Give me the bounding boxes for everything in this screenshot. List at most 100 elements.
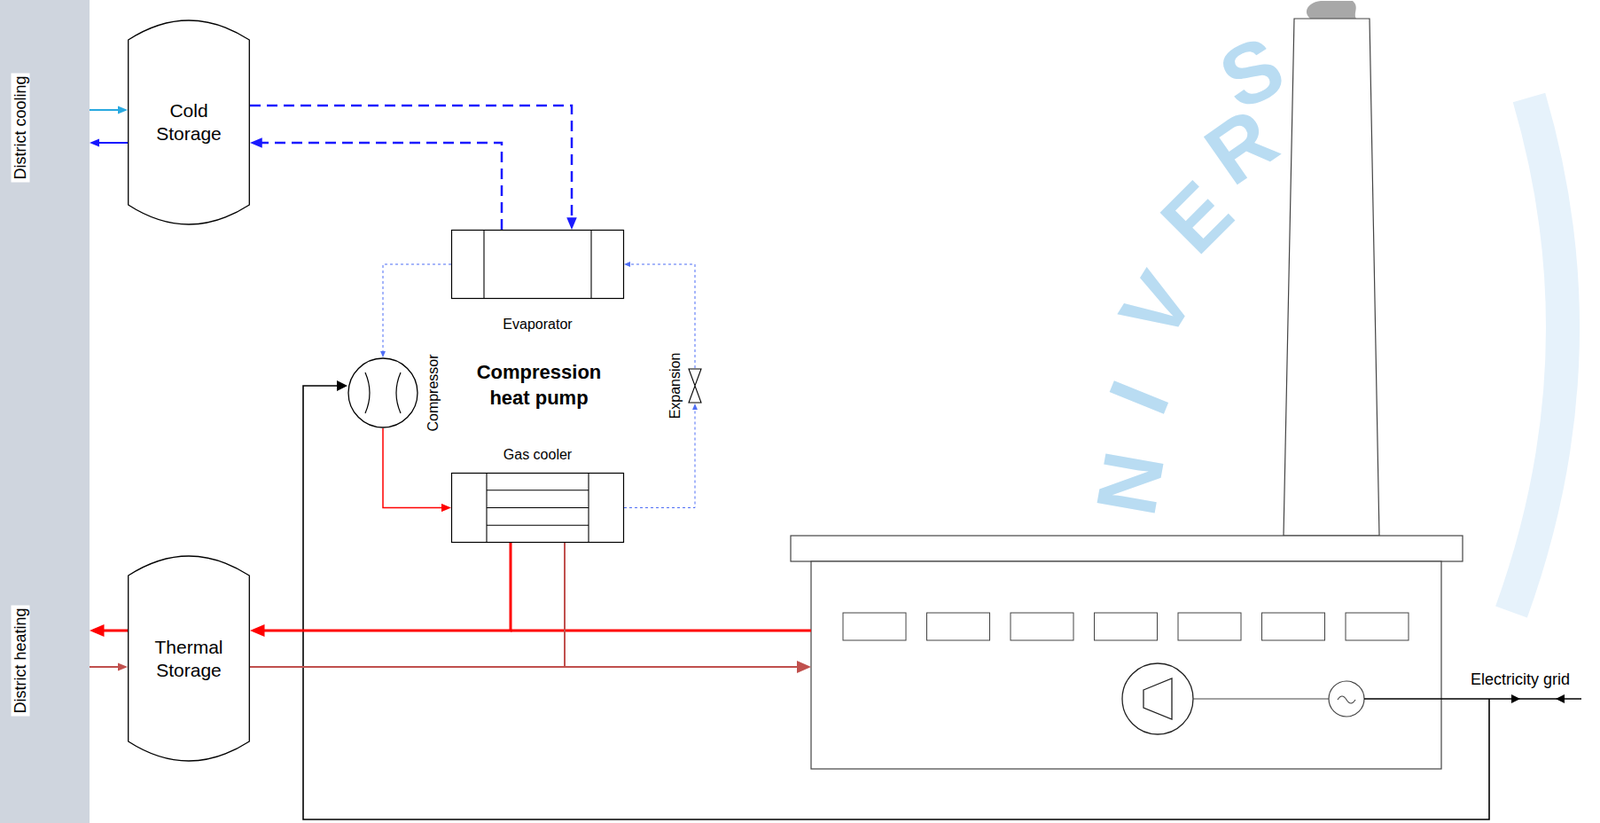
system-title-wrap: Compression heat pump bbox=[472, 359, 606, 411]
watermark-letter-wrap: N bbox=[1083, 445, 1179, 522]
plant-window bbox=[1178, 612, 1241, 640]
gas-cooler-box: Gas cooler bbox=[451, 472, 625, 543]
tank-outline bbox=[128, 20, 250, 225]
chimney-smoke bbox=[1306, 0, 1357, 19]
watermark-letter-wrap: V bbox=[1105, 258, 1208, 352]
plant-roof bbox=[790, 535, 1463, 562]
part-label: Compressor bbox=[425, 353, 442, 431]
compressor-circle bbox=[348, 358, 418, 428]
cooling-return-pipe bbox=[89, 109, 124, 111]
compressor-symbol: Compressor bbox=[347, 357, 419, 429]
tank-outline bbox=[128, 555, 250, 761]
exchanger-line bbox=[590, 229, 592, 299]
evaporator-box: Evaporator bbox=[451, 229, 625, 299]
exchanger-outline bbox=[452, 230, 625, 299]
heating-supply-pipe bbox=[96, 629, 128, 633]
grid-import-arrow bbox=[1555, 694, 1565, 703]
watermark-letter-wrap: E bbox=[1146, 166, 1247, 267]
exchanger-line bbox=[483, 229, 484, 299]
power-wire bbox=[303, 385, 1490, 820]
watermark-letter: I bbox=[1094, 370, 1183, 425]
heating-return-pipe bbox=[249, 542, 565, 667]
band-label: District cooling bbox=[11, 72, 31, 182]
storage-tank-outline bbox=[127, 555, 250, 761]
power-arrow bbox=[336, 380, 348, 391]
plant-window bbox=[927, 612, 991, 640]
exchanger-line bbox=[486, 489, 589, 491]
plant-supply-pipe bbox=[510, 629, 812, 633]
refrigerant-line bbox=[624, 406, 695, 508]
plant-window bbox=[1094, 612, 1158, 640]
part-label: Gas cooler bbox=[503, 446, 572, 463]
tank-label-wrap: Thermal Storage bbox=[140, 634, 238, 682]
grid-label-wrap: Electricity grid bbox=[1470, 670, 1570, 689]
band-label-wrap: District cooling bbox=[11, 72, 31, 182]
cooling-supply-pipe bbox=[94, 141, 129, 144]
expansion-valve-outline bbox=[687, 367, 703, 404]
part-label: Expansion bbox=[667, 352, 684, 420]
exchanger-outline bbox=[452, 473, 625, 543]
band-fill bbox=[0, 0, 90, 823]
turbine-symbol bbox=[1122, 663, 1194, 734]
plant-return-arrow bbox=[796, 660, 812, 673]
watermark-letter: V bbox=[1105, 258, 1208, 352]
refrigerant-line bbox=[382, 264, 452, 355]
gas-cooler-box-outline bbox=[451, 472, 625, 543]
watermark-letter-wrap: S bbox=[1208, 22, 1296, 124]
plant-window bbox=[1345, 612, 1409, 640]
district-band-outline bbox=[0, 0, 90, 823]
expansion-valve: Expansion bbox=[687, 367, 703, 404]
grid-export-arrow bbox=[1511, 694, 1521, 703]
watermark-letter-wrap: I bbox=[1094, 370, 1183, 425]
part-label: Evaporator bbox=[502, 316, 572, 333]
valve-symbol bbox=[688, 368, 702, 403]
part-label-wrap: Expansion bbox=[667, 352, 684, 420]
generator-sine bbox=[1337, 695, 1356, 703]
system-title: Compression heat pump bbox=[472, 359, 606, 411]
part-label-wrap: Evaporator bbox=[502, 316, 572, 333]
exchanger-line bbox=[485, 472, 487, 543]
shaft-line bbox=[1193, 698, 1329, 700]
watermark-letter: R bbox=[1191, 93, 1291, 199]
exchanger-line bbox=[587, 472, 589, 543]
chilled-water-pipe bbox=[249, 105, 572, 224]
plant-window bbox=[842, 612, 906, 640]
grid-wire bbox=[1364, 697, 1582, 700]
refrigerant-line bbox=[627, 264, 696, 368]
band-label: District heating bbox=[11, 604, 31, 716]
generator-symbol bbox=[1328, 680, 1365, 717]
heating-return-pipe bbox=[89, 665, 124, 668]
tank-label: Cold Storage bbox=[140, 99, 238, 147]
watermark-letter: S bbox=[1208, 22, 1296, 124]
exchanger-line bbox=[486, 507, 589, 508]
plant-return-pipe bbox=[564, 665, 799, 668]
turbine-blade bbox=[1143, 678, 1172, 719]
watermark-letter: E bbox=[1146, 166, 1247, 267]
plant-building bbox=[811, 561, 1442, 769]
compressor-vanes bbox=[365, 372, 401, 414]
compressor-symbol-outline bbox=[347, 357, 419, 429]
storage-tank: Thermal Storage bbox=[127, 555, 250, 761]
heating-supply-pipe bbox=[257, 542, 511, 631]
watermark-letter: N bbox=[1083, 445, 1179, 522]
band-label-wrap: District heating bbox=[11, 604, 31, 716]
evaporator-box-outline bbox=[451, 229, 625, 299]
chimney bbox=[1283, 18, 1380, 536]
district-band: District coolingDistrict heating bbox=[0, 0, 90, 823]
part-label-wrap: Compressor bbox=[425, 353, 442, 431]
watermark-swoosh bbox=[1511, 97, 1563, 612]
plant-window bbox=[1010, 612, 1074, 640]
plant-window bbox=[1262, 612, 1326, 640]
storage-tank: Cold Storage bbox=[127, 20, 250, 225]
watermark-letter-wrap: R bbox=[1191, 93, 1291, 199]
tank-label: Thermal Storage bbox=[140, 634, 238, 682]
grid-label: Electricity grid bbox=[1470, 670, 1570, 689]
chilled-water-pipe bbox=[256, 142, 502, 230]
storage-tank-outline bbox=[127, 20, 250, 225]
tank-label-wrap: Cold Storage bbox=[140, 99, 238, 147]
exchanger-line bbox=[486, 524, 589, 526]
